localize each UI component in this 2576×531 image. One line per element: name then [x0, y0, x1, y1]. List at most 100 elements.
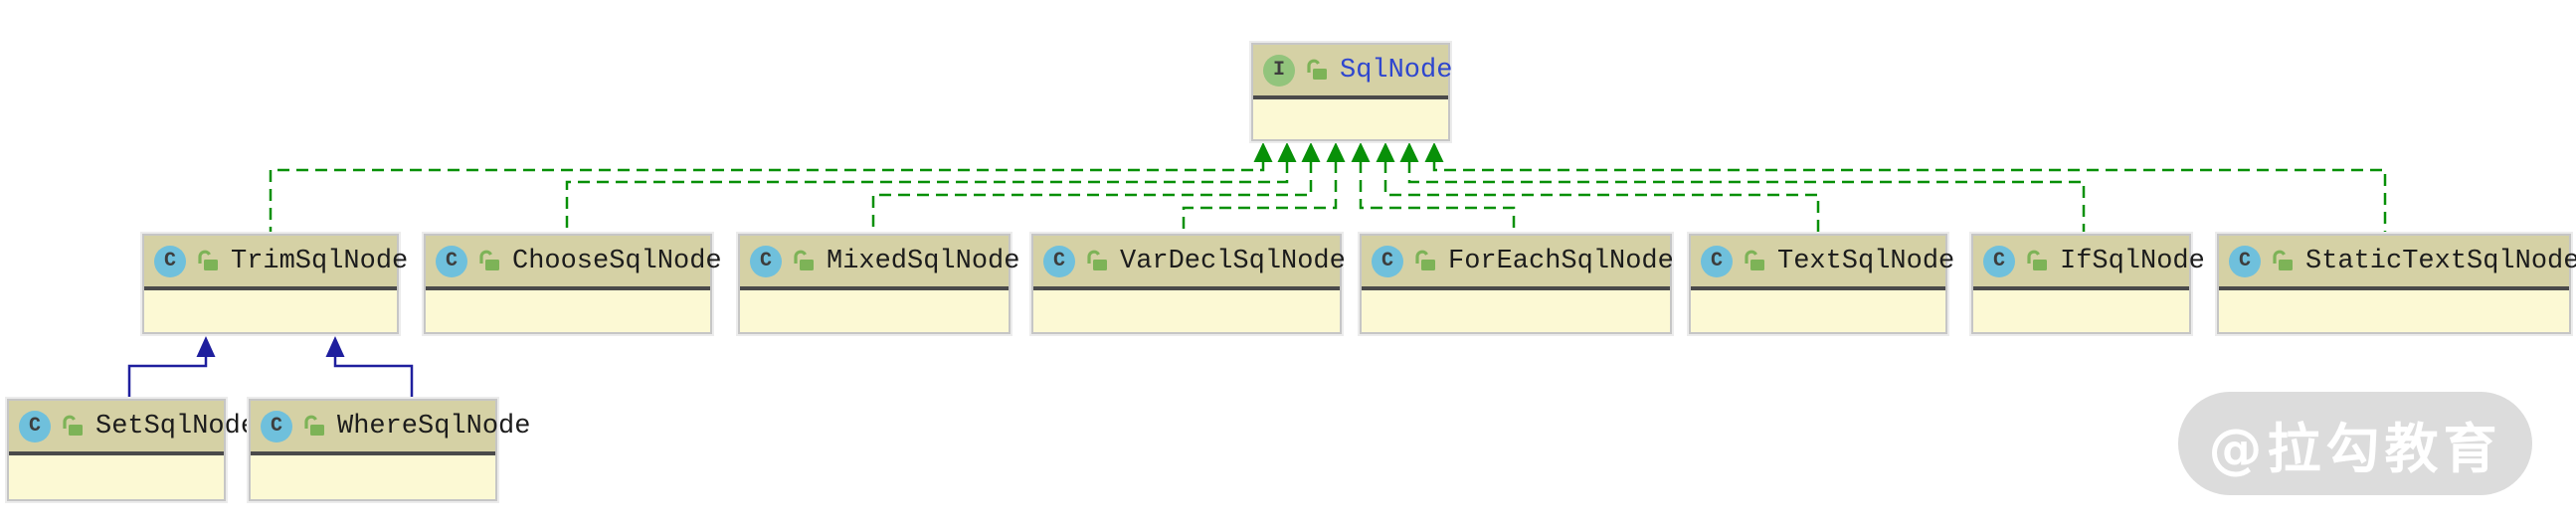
node-name: SqlNode	[1340, 55, 1453, 86]
class-node-ForEachSqlNode[interactable]: C ForEachSqlNode	[1360, 234, 1674, 334]
realization-edge-TrimSqlNode	[269, 161, 1265, 234]
node-divider	[1973, 286, 2189, 290]
realization-edge-ForEachSqlNode	[1359, 161, 1516, 234]
node-name: VarDeclSqlNode	[1120, 246, 1346, 276]
realization-arrowhead-MixedSqlNode	[1301, 142, 1321, 162]
lock-open-icon	[1415, 250, 1435, 270]
node-fields-section	[9, 455, 224, 495]
lock-open-icon	[794, 250, 814, 270]
node-header[interactable]: C MixedSqlNode	[740, 236, 1019, 286]
node-name: SetSqlNode	[95, 411, 258, 442]
node-header[interactable]: I SqlNode	[1253, 45, 1452, 95]
node-header[interactable]: C IfSqlNode	[1973, 236, 2205, 286]
class-icon: C	[1701, 245, 1733, 277]
class-node-ChooseSqlNode[interactable]: C ChooseSqlNode	[424, 234, 722, 334]
class-icon: C	[1983, 245, 2015, 277]
node-divider	[1362, 286, 1670, 290]
realization-arrowhead-ForEachSqlNode	[1351, 142, 1371, 162]
class-node-MixedSqlNode[interactable]: C MixedSqlNode	[738, 234, 1019, 334]
class-icon: C	[436, 245, 467, 277]
node-header[interactable]: C SetSqlNode	[9, 401, 257, 451]
realization-arrowhead-ChooseSqlNode	[1277, 142, 1297, 162]
node-header[interactable]: C TextSqlNode	[1691, 236, 1954, 286]
node-fields-section	[1033, 290, 1340, 330]
node-fields-section	[2219, 290, 2569, 330]
node-header[interactable]: C StaticTextSqlNode	[2219, 236, 2576, 286]
class-node-IfSqlNode[interactable]: C IfSqlNode	[1971, 234, 2205, 334]
node-divider	[144, 286, 397, 290]
realization-edge-ChooseSqlNode	[565, 161, 1289, 234]
node-fields-section	[251, 455, 495, 495]
generalization-edge-SetSqlNode	[127, 356, 208, 399]
node-header[interactable]: C ForEachSqlNode	[1362, 236, 1674, 286]
realization-edge-StaticTextSqlNode	[1432, 161, 2387, 234]
node-name: MixedSqlNode	[827, 246, 1020, 276]
node-divider	[2219, 286, 2569, 290]
node-divider	[1253, 95, 1448, 99]
node-name: TextSqlNode	[1777, 246, 1955, 276]
realization-edge-VarDeclSqlNode	[1182, 161, 1338, 234]
watermark-text: @拉勾教育	[2208, 417, 2502, 480]
node-fields-section	[1253, 99, 1448, 139]
class-icon: C	[261, 410, 292, 442]
generalization-arrowhead-WhereSqlNode	[325, 336, 345, 357]
node-name: ChooseSqlNode	[512, 246, 722, 276]
node-divider	[426, 286, 710, 290]
node-fields-section	[144, 290, 397, 330]
class-icon: C	[154, 245, 186, 277]
lock-open-icon	[304, 415, 324, 436]
node-fields-section	[1362, 290, 1670, 330]
node-divider	[1691, 286, 1945, 290]
interface-icon: I	[1263, 54, 1295, 87]
lock-open-icon	[63, 415, 83, 436]
realization-arrowhead-TextSqlNode	[1376, 142, 1395, 162]
realization-edge-MixedSqlNode	[871, 161, 1313, 234]
node-divider	[740, 286, 1009, 290]
generalization-arrowhead-SetSqlNode	[196, 336, 216, 357]
class-node-WhereSqlNode[interactable]: C WhereSqlNode	[249, 399, 530, 501]
class-icon: C	[19, 410, 51, 442]
node-fields-section	[740, 290, 1009, 330]
realization-arrowhead-VarDeclSqlNode	[1326, 142, 1346, 162]
class-node-TrimSqlNode[interactable]: C TrimSqlNode	[142, 234, 408, 334]
class-node-StaticTextSqlNode[interactable]: C StaticTextSqlNode	[2217, 234, 2576, 334]
generalization-edge-WhereSqlNode	[333, 356, 414, 399]
node-fields-section	[426, 290, 710, 330]
lock-open-icon	[198, 250, 218, 270]
node-header[interactable]: C VarDeclSqlNode	[1033, 236, 1346, 286]
lock-open-icon	[2027, 250, 2047, 270]
lock-open-icon	[479, 250, 499, 270]
node-name: ForEachSqlNode	[1448, 246, 1674, 276]
class-icon: C	[750, 245, 782, 277]
lock-open-icon	[1745, 250, 1764, 270]
node-fields-section	[1691, 290, 1945, 330]
node-name: WhereSqlNode	[337, 411, 531, 442]
class-node-VarDeclSqlNode[interactable]: C VarDeclSqlNode	[1031, 234, 1346, 334]
lock-open-icon	[1087, 250, 1107, 270]
node-divider	[251, 451, 495, 455]
node-header[interactable]: C ChooseSqlNode	[426, 236, 722, 286]
node-divider	[1033, 286, 1340, 290]
node-name: IfSqlNode	[2060, 246, 2205, 276]
realization-edge-TextSqlNode	[1383, 161, 1820, 234]
realization-arrowhead-StaticTextSqlNode	[1424, 142, 1444, 162]
node-header[interactable]: C WhereSqlNode	[251, 401, 530, 451]
class-icon: C	[2229, 245, 2261, 277]
class-icon: C	[1043, 245, 1075, 277]
class-node-SetSqlNode[interactable]: C SetSqlNode	[7, 399, 257, 501]
class-node-TextSqlNode[interactable]: C TextSqlNode	[1689, 234, 1954, 334]
watermark-badge: @拉勾教育	[2178, 392, 2532, 495]
interface-node-SqlNode[interactable]: I SqlNode	[1251, 43, 1452, 141]
class-icon: C	[1372, 245, 1403, 277]
node-name: StaticTextSqlNode	[2305, 246, 2576, 276]
realization-edge-IfSqlNode	[1407, 161, 2086, 234]
lock-open-icon	[1307, 59, 1327, 80]
realization-arrowhead-IfSqlNode	[1399, 142, 1419, 162]
node-fields-section	[1973, 290, 2189, 330]
node-divider	[9, 451, 224, 455]
node-name: TrimSqlNode	[231, 246, 409, 276]
node-header[interactable]: C TrimSqlNode	[144, 236, 408, 286]
realization-arrowhead-TrimSqlNode	[1253, 142, 1273, 162]
